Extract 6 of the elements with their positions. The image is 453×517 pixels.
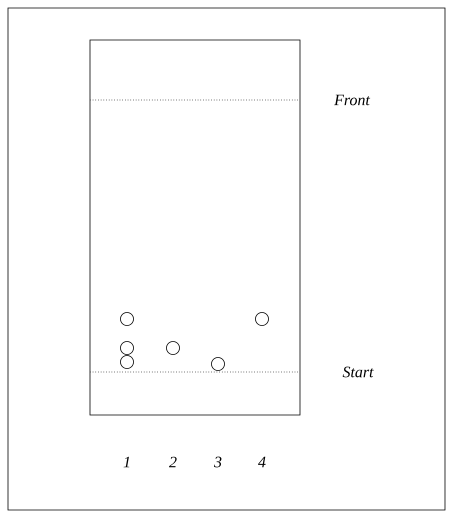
lane-number: 3 <box>214 456 222 468</box>
line-label: Front <box>334 94 370 106</box>
lane-number: 4 <box>258 456 266 468</box>
line-label: Start <box>342 366 374 378</box>
lane-number: 1 <box>124 456 130 468</box>
lane-number: 2 <box>169 456 177 468</box>
